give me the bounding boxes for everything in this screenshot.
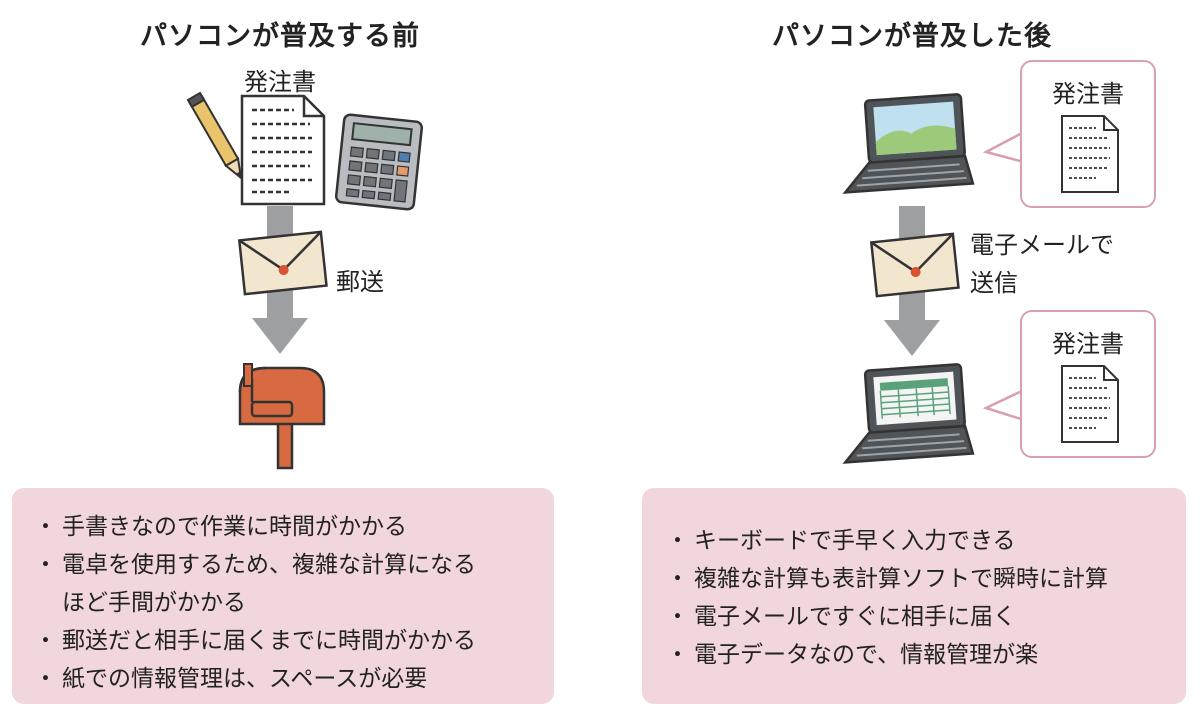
after-point-item: 電子メールですぐに相手に届く — [664, 598, 1186, 636]
before-points-panel: 手書きなので作業に時間がかかる電卓を使用するため、複雑な計算になるほど手間がかか… — [12, 488, 554, 704]
bubble-bottom-label: 発注書 — [1052, 330, 1124, 358]
document-icon — [240, 94, 326, 206]
after-point-item: 電子データなので、情報管理が楽 — [664, 636, 1186, 674]
pencil-icon — [186, 91, 243, 181]
after-points-list: キーボードで手早く入力できる複雑な計算も表計算ソフトで瞬時に計算電子メールですぐ… — [664, 522, 1186, 674]
mail-method-label: 郵送 — [336, 268, 384, 296]
before-title: パソコンが普及する前 — [140, 21, 420, 52]
laptop-spreadsheet-icon — [842, 363, 975, 464]
before-point-item: 紙での情報管理は、スペースが必要 — [32, 660, 554, 698]
laptop-landscape-icon — [842, 93, 975, 194]
bubble-top-label: 発注書 — [1052, 80, 1124, 108]
document-icon — [1061, 365, 1119, 443]
envelope-icon — [237, 230, 328, 296]
purchase-order-bubble-bottom: 発注書 — [1020, 310, 1156, 458]
before-points-list: 手書きなので作業に時間がかかる電卓を使用するため、複雑な計算になるほど手間がかか… — [32, 508, 554, 698]
calculator-icon — [334, 113, 424, 211]
document-icon — [1061, 115, 1119, 193]
envelope-icon — [869, 232, 960, 298]
purchase-order-bubble-top: 発注書 — [1020, 60, 1156, 208]
before-point-item: 郵送だと相手に届くまでに時間がかかる — [32, 622, 554, 660]
purchase-order-label: 発注書 — [244, 68, 316, 96]
after-point-item: キーボードで手早く入力できる — [664, 522, 1186, 560]
after-points-panel: キーボードで手早く入力できる複雑な計算も表計算ソフトで瞬時に計算電子メールですぐ… — [642, 488, 1186, 704]
before-point-item: 手書きなので作業に時間がかかる — [32, 508, 554, 546]
after-title: パソコンが普及した後 — [772, 21, 1052, 52]
email-send-label: 電子メールで 送信 — [970, 231, 1114, 297]
mailbox-icon — [238, 363, 326, 470]
after-point-item: 複雑な計算も表計算ソフトで瞬時に計算 — [664, 560, 1186, 598]
